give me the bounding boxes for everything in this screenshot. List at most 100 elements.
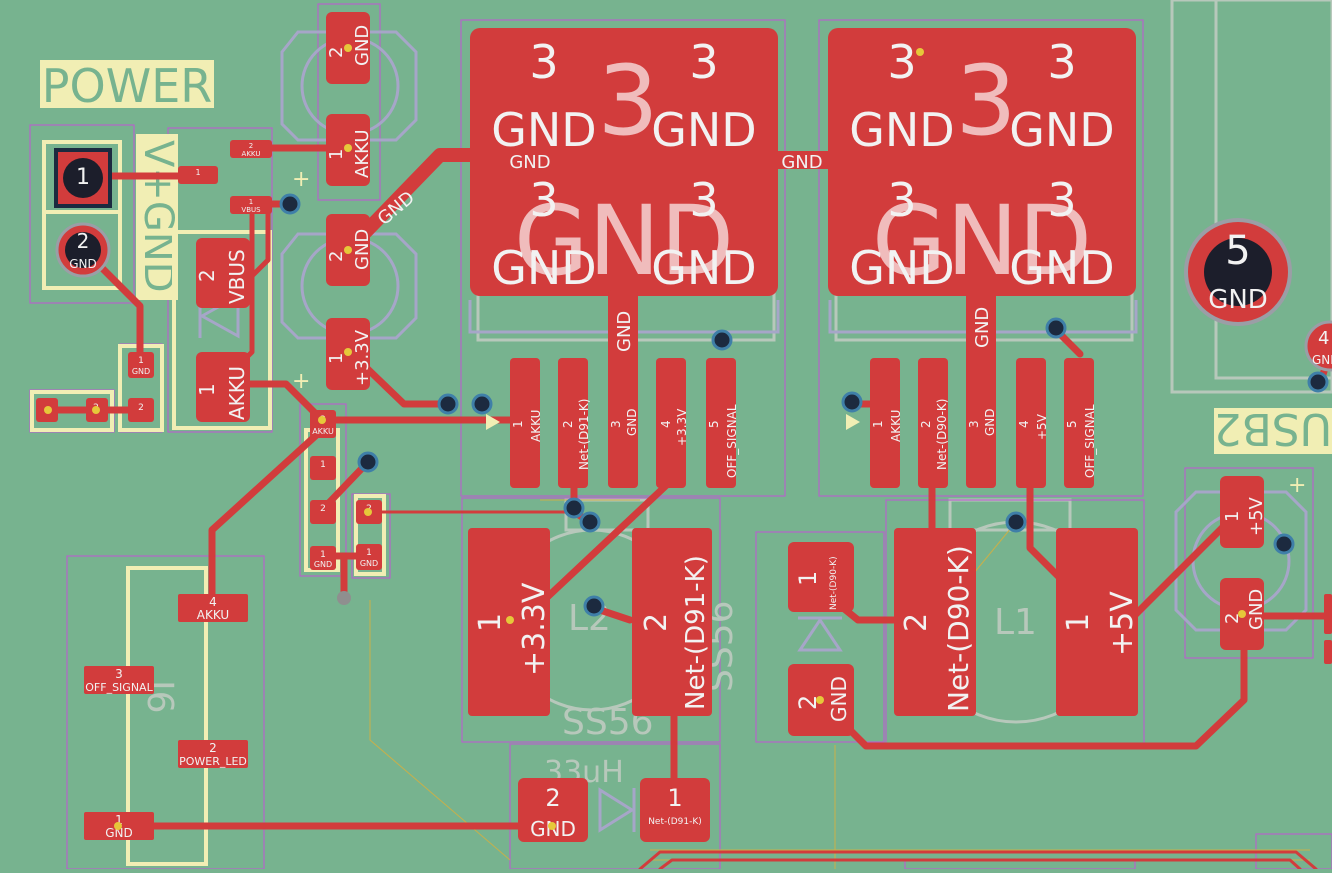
u3-pin5-number: 5 [1065, 420, 1079, 428]
u3-pin4-net: +5V [1035, 413, 1049, 440]
u2-pin1-number: 1 [511, 420, 525, 428]
via[interactable] [279, 193, 301, 215]
u3-tab-number: 3 [955, 45, 1016, 157]
u3-pin5-pad[interactable] [1064, 358, 1094, 488]
l1-pad1-number: 1 [1061, 613, 1096, 632]
u3-pin-number: 3 [887, 173, 916, 227]
vbus-small-pad[interactable] [230, 196, 272, 214]
gnd-small-pad[interactable] [128, 352, 154, 378]
u2-pin-net: GND [491, 241, 596, 295]
vgnd-label-bg [136, 134, 178, 300]
c2-pad2-net: GND [1246, 589, 1267, 630]
c3-pad1-net: AKKU [352, 129, 373, 178]
vbus-small-pad-net: VBUS [241, 206, 261, 214]
j6-pin1-number: 1 [115, 813, 123, 827]
inductor-l1: 2 Net-(D90-K) 1 +5V [894, 528, 1140, 716]
vbus-pad-number: 2 [195, 269, 219, 282]
u2-pin4-pad[interactable] [656, 358, 686, 488]
u3-pin-number: 3 [1047, 173, 1076, 227]
j6-pin2-pad[interactable] [178, 740, 248, 768]
svg-text:+: + [1288, 473, 1306, 498]
akku-small-pad[interactable] [230, 140, 272, 158]
d91-pad1-number: 1 [667, 784, 682, 812]
u3-pin-net: GND [849, 103, 954, 157]
u2-tab-number: 3 [597, 45, 658, 157]
l2-pad2[interactable] [632, 528, 712, 716]
diode-d90: 1 Net-(D90-K) 2 GND [788, 542, 854, 736]
connector-pad2-net: GND [69, 257, 97, 271]
via[interactable] [357, 451, 379, 473]
r-akku-pad[interactable] [310, 410, 336, 438]
u3-pin4-pad[interactable] [1016, 358, 1046, 488]
connector-pad1-number: 1 [76, 165, 90, 190]
vbus-pad[interactable] [196, 238, 250, 308]
j6-pin3-pad[interactable] [84, 666, 154, 694]
u3-pin5-net: OFF_SIGNAL [1083, 404, 1097, 478]
l1-pad2-number: 2 [899, 613, 934, 632]
d90-pad2-net: GND [827, 676, 851, 722]
u2-pin-net: GND [491, 103, 596, 157]
l1-pad2[interactable] [894, 528, 976, 716]
d90-pad1[interactable] [788, 542, 854, 612]
u2-pin2-pad[interactable] [558, 358, 588, 488]
u2-pin5-pad[interactable] [706, 358, 736, 488]
u2-pin1-pad[interactable] [510, 358, 540, 488]
u2-pin2-net: Net-(D91-K) [577, 399, 591, 470]
j6-pin1-net: GND [105, 826, 133, 840]
d91-pad2[interactable] [518, 778, 588, 842]
c-gnd-pad-net: GND [360, 559, 378, 568]
d91-pad1-net: Net-(D91-K) [648, 817, 702, 827]
u3-tab-pad[interactable] [828, 28, 1136, 296]
via[interactable] [471, 393, 493, 415]
diode-d91: 2 GND 1 Net-(D91-K) [518, 778, 710, 842]
vbus-pad-net: VBUS [225, 249, 249, 304]
u3-pin3-pad[interactable] [966, 290, 996, 488]
u3-pin2-pad[interactable] [918, 358, 948, 488]
u2-pin3-pad[interactable] [608, 290, 638, 488]
via[interactable] [1273, 533, 1295, 555]
capacitor-c2: 1 +5V 2 GND [1220, 476, 1332, 664]
mounting-pad-number: 5 [1225, 228, 1250, 274]
akku-pad[interactable] [196, 352, 250, 422]
u2-pin-number: 3 [689, 173, 718, 227]
u2-pin2-number: 2 [561, 420, 575, 428]
u2-tab-pad[interactable] [470, 28, 778, 296]
via[interactable] [437, 393, 459, 415]
u2-pin4-number: 4 [659, 420, 673, 428]
c5-pad2-number: 2 [326, 251, 347, 262]
connector-pad2-number: 2 [77, 229, 90, 253]
d91-pad1[interactable] [640, 778, 710, 842]
u2-pin5-number: 5 [707, 420, 721, 428]
akku-small-pad-number: 2 [249, 142, 253, 150]
via[interactable] [1005, 511, 1027, 533]
r-pad[interactable] [178, 166, 218, 184]
via[interactable] [841, 391, 863, 413]
j6-pin4-net: AKKU [197, 608, 229, 622]
via[interactable] [579, 511, 601, 533]
edge-pad-number: 4 [1318, 328, 1329, 349]
r-gnd-pad[interactable] [310, 546, 336, 570]
via[interactable] [1307, 371, 1329, 393]
u3-pin1-number: 1 [871, 420, 885, 428]
capacitor-c3: 2 GND 1 AKKU [326, 12, 373, 186]
via[interactable] [711, 329, 733, 351]
l1-pad1[interactable] [1056, 528, 1138, 716]
j6-pin3-net: OFF_SIGNAL [85, 681, 153, 694]
j6-pin3-number: 3 [115, 667, 123, 681]
via[interactable] [1045, 317, 1067, 339]
j6-pin2-number: 2 [209, 741, 217, 755]
u3-pin4-number: 4 [1017, 420, 1031, 428]
d91-pad2-number: 2 [545, 784, 560, 812]
power-title-bg [40, 60, 214, 108]
u3-pin1-pad[interactable] [870, 358, 900, 488]
vbus-small-pad-number: 1 [249, 198, 253, 206]
j6-pin4-pad[interactable] [178, 594, 248, 622]
via[interactable] [563, 497, 585, 519]
c-gnd-pad[interactable] [356, 544, 382, 570]
c2-pad1[interactable] [1220, 476, 1264, 548]
via[interactable] [583, 595, 605, 617]
u3-pins: 1 AKKU 2 Net-(D90-K) 3 GND 4 +5V 5 OFF_S… [870, 358, 1097, 488]
d90-pad1-net: Net-(D90-K) [829, 556, 839, 610]
